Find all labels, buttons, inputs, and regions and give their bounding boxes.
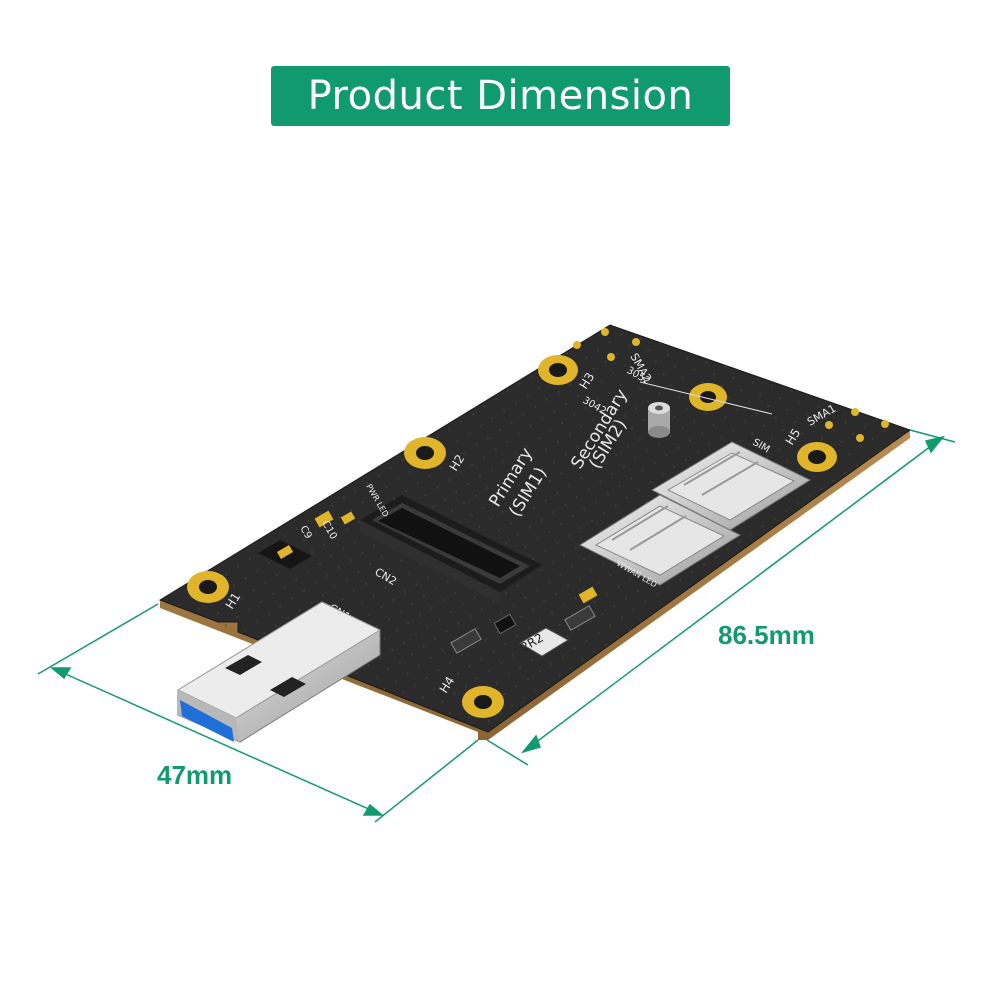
hole-h2	[404, 437, 446, 469]
width-dimension-label: 47mm	[157, 760, 233, 790]
hole-h3	[538, 355, 578, 385]
mounting-holes	[187, 355, 837, 718]
hole-h5	[797, 442, 837, 472]
cap-c3	[450, 628, 482, 654]
usb-blue-tongue	[180, 700, 234, 742]
standoff-screw	[648, 402, 670, 438]
title-banner: Product Dimension	[271, 66, 730, 126]
power-switch	[258, 540, 312, 569]
sim-slot-2	[650, 441, 812, 531]
antenna-pads	[573, 328, 889, 442]
hole-mid	[689, 383, 727, 411]
m2-slot-connector	[360, 495, 542, 604]
page-title: Product Dimension	[307, 73, 694, 119]
length-dimension-label: 86.5mm	[718, 620, 815, 650]
sim-slot-1	[578, 494, 742, 586]
cap-c10	[340, 511, 356, 525]
dimension-length-line	[486, 429, 956, 766]
dimension-width-line	[37, 603, 479, 823]
cap-c9	[314, 510, 334, 528]
cap-c2	[564, 605, 596, 631]
usb-a-connector	[176, 601, 382, 743]
hole-h1	[187, 571, 229, 603]
cap-c8	[578, 586, 598, 604]
hole-h4	[462, 686, 504, 718]
chip-u1	[493, 613, 517, 635]
